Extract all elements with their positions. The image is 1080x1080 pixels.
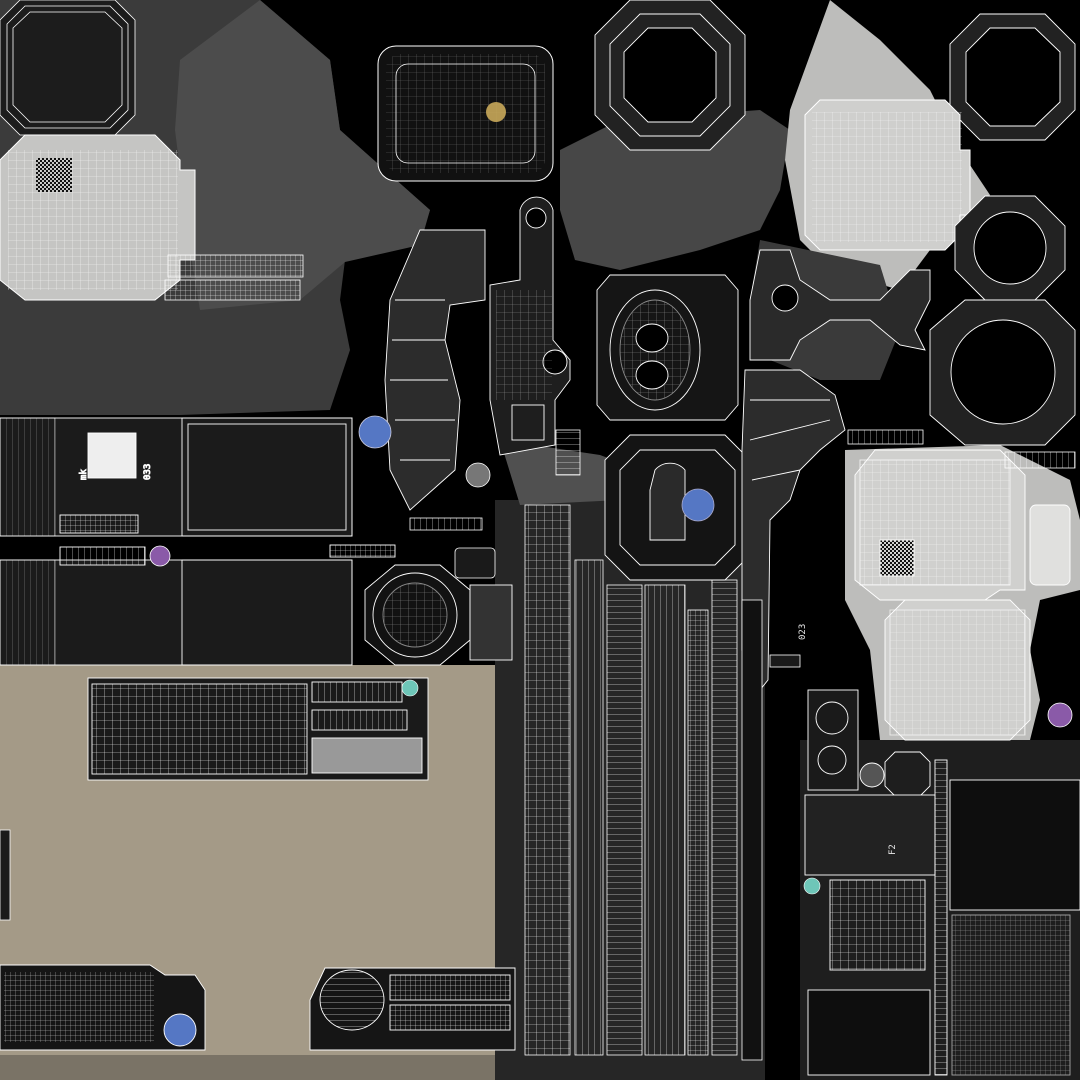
uv-shell-bottom-left xyxy=(0,964,206,1051)
label-f2: F2 xyxy=(888,844,898,855)
qr-code-icon xyxy=(36,158,72,192)
uv-shell-light-box-right xyxy=(804,99,971,251)
gem-icon xyxy=(1047,702,1073,728)
mid-island-topleft xyxy=(175,0,430,310)
uv-shell-center-oval xyxy=(596,274,739,421)
uv-shell-top-center-rect xyxy=(377,45,554,182)
uv-shell-tan-panel xyxy=(87,677,429,781)
bottom-strip xyxy=(0,1055,520,1080)
gem-icon xyxy=(163,1013,197,1047)
gem-icon xyxy=(401,679,419,697)
barcode-icon xyxy=(555,429,581,476)
gem-icon xyxy=(681,488,715,522)
qr-code-icon xyxy=(879,539,915,577)
uv-shell-ring-right-large xyxy=(929,299,1076,446)
mid-island-center xyxy=(560,110,790,270)
uv-shell-light-box-left xyxy=(0,134,304,301)
uv-shell-round-medallion xyxy=(364,564,513,666)
amber-dot-icon xyxy=(486,102,506,122)
uv-shell-connector xyxy=(749,249,931,361)
uv-shell-arc-left xyxy=(384,229,486,511)
gem-icon xyxy=(358,415,392,449)
gem-icon xyxy=(149,545,171,567)
gem-icon xyxy=(465,462,491,488)
uv-shell-octagon-ring-topright xyxy=(949,13,1076,141)
uv-shell-right-lower xyxy=(804,689,1080,1076)
uv-shell-bottom-center xyxy=(309,967,516,1051)
uv-shell-center-octagon xyxy=(604,434,751,581)
uv-shell-misc xyxy=(409,429,1076,668)
uv-shell-bracket xyxy=(489,196,571,456)
uv-shell-ring-right-small xyxy=(954,195,1066,301)
uv-shell-center-strips xyxy=(524,504,763,1061)
label-mk: mk xyxy=(79,469,89,480)
label-033: 033 xyxy=(143,464,153,480)
uv-shell-left-pills xyxy=(0,829,11,921)
uv-shell-left-frame: mk 033 xyxy=(0,417,396,666)
uv-shell-light-octagon-right xyxy=(854,449,1071,741)
label-023: 023 xyxy=(798,624,808,640)
uv-shell-octagon-ring-top xyxy=(594,0,746,151)
gem-icon xyxy=(803,877,821,895)
uv-shell-topleft-box xyxy=(0,0,136,136)
